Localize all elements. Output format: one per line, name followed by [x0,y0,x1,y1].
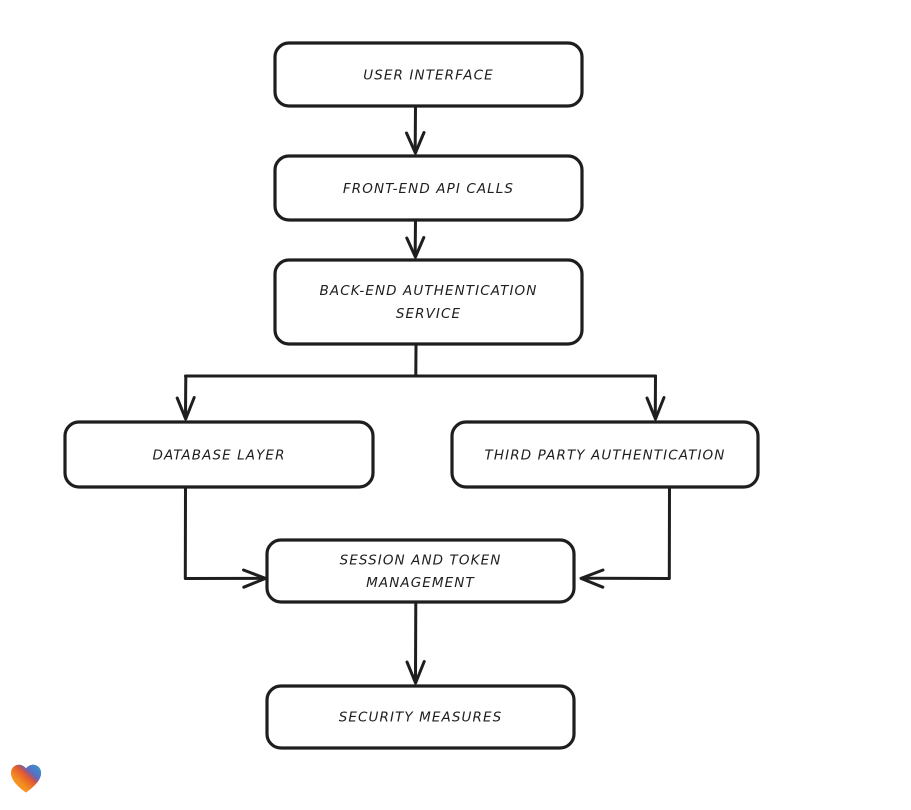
edge-session-to-security [405,600,426,685]
node-label-third-party-auth: THIRD PARTY AUTHENTICATION [485,448,726,464]
node-session-token-mgmt[interactable]: SESSION AND TOKEN MANAGEMENT [265,538,576,604]
edge-ui-to-frontend [405,104,426,155]
node-box[interactable] [450,420,760,489]
node-label-user-interface: USER INTERFACE [363,68,493,84]
edge-backend-to-thirdparty [645,374,666,421]
node-label-back-end-auth-service-line2: SERVICE [396,306,461,322]
edge-backend-split-bar [184,342,657,378]
node-security-measures[interactable]: SECURITY MEASURES [265,684,576,750]
node-label-front-end-api-calls: FRONT-END API CALLS [343,181,514,197]
edge-frontend-to-backend [405,218,426,259]
node-back-end-auth-service[interactable]: BACK-END AUTHENTICATION SERVICE [273,258,584,346]
edge-database-to-session [183,485,267,589]
edge-thirdparty-to-session [579,485,671,589]
node-label-back-end-auth-service-line1: BACK-END AUTHENTICATION [320,283,538,299]
heart-icon [10,764,42,793]
node-label-database-layer: DATABASE LAYER [152,448,285,464]
node-box[interactable] [265,538,576,604]
edge-backend-to-database [175,374,196,421]
node-box[interactable] [63,420,375,489]
node-front-end-api-calls[interactable]: FRONT-END API CALLS [273,154,584,222]
node-user-interface[interactable]: USER INTERFACE [273,41,584,108]
node-database-layer[interactable]: DATABASE LAYER [63,420,375,489]
node-label-session-token-mgmt-line2: MANAGEMENT [366,575,475,591]
node-third-party-auth[interactable]: THIRD PARTY AUTHENTICATION [450,420,760,489]
node-box[interactable] [273,154,584,222]
node-label-session-token-mgmt-line1: SESSION AND TOKEN [340,553,502,569]
node-label-security-measures: SECURITY MEASURES [339,710,503,726]
node-box[interactable] [265,684,576,750]
node-box[interactable] [273,258,584,346]
node-box[interactable] [273,41,584,108]
